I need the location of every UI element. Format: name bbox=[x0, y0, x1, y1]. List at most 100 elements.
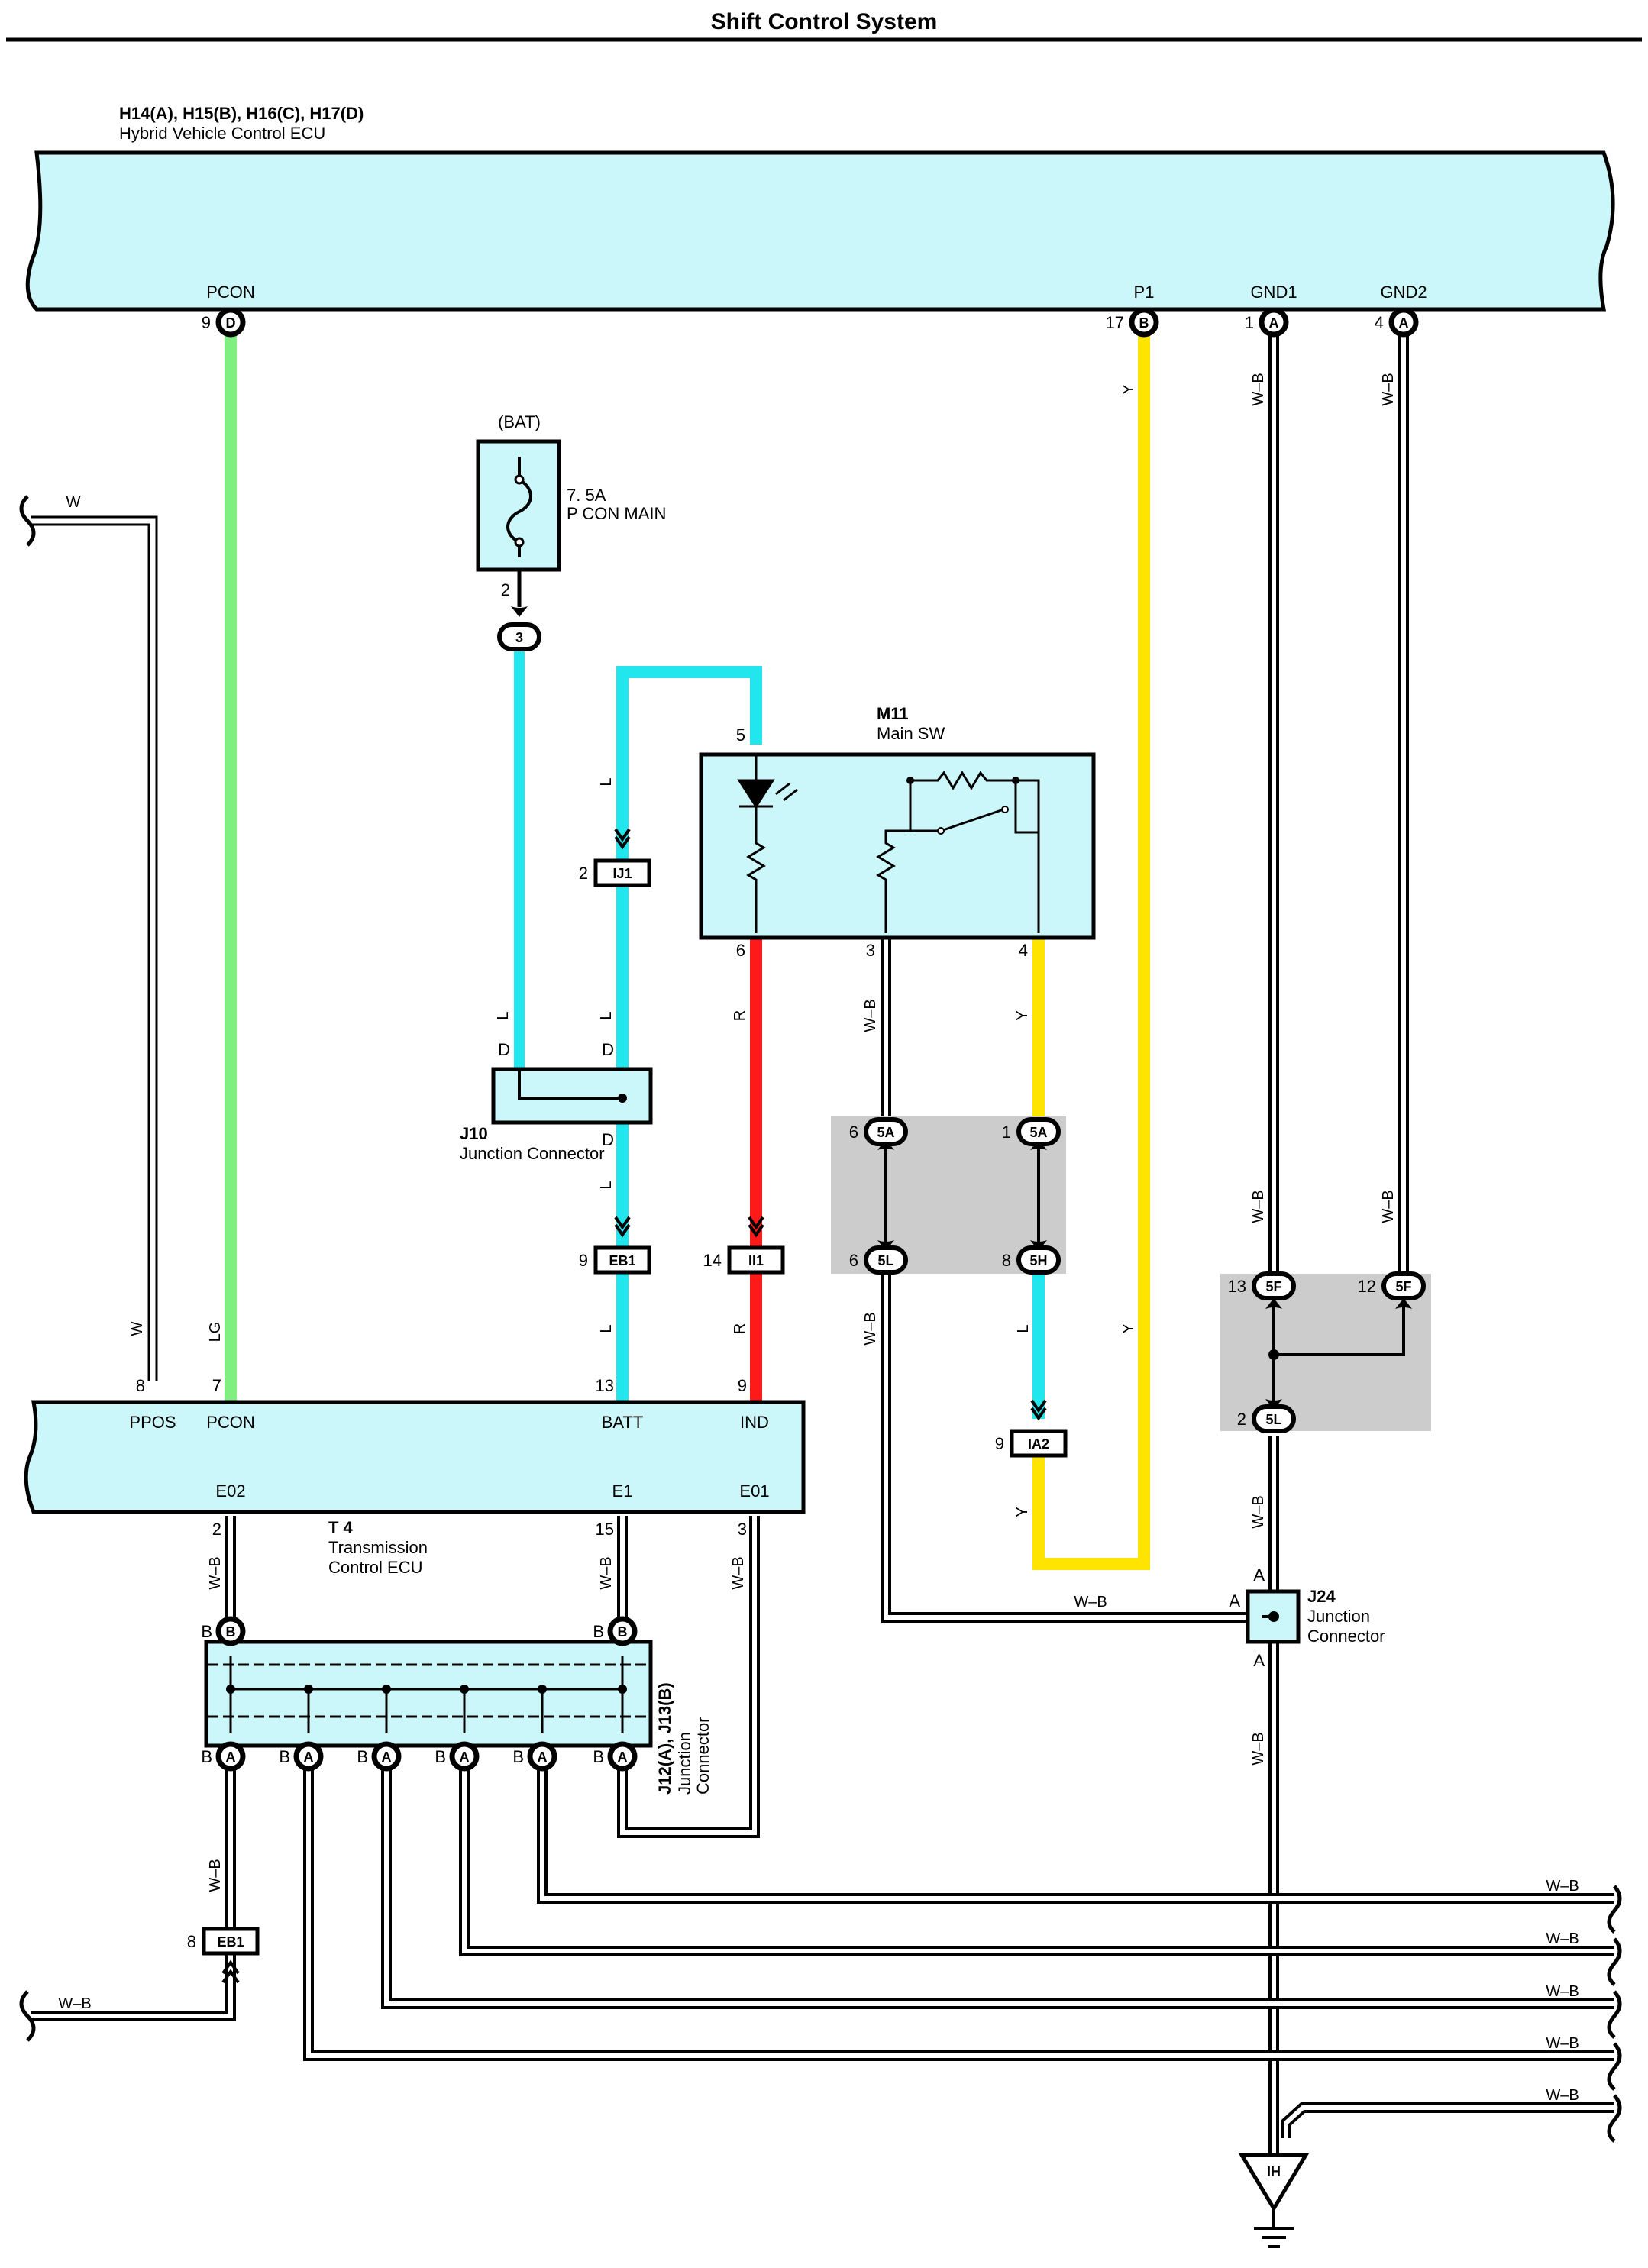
j12-pin-top-right: B B bbox=[593, 1616, 638, 1646]
svg-text:A: A bbox=[460, 1749, 470, 1765]
j24-pin-top: A bbox=[1253, 1565, 1265, 1585]
j10-bus bbox=[518, 1069, 622, 1100]
svg-text:IA2: IA2 bbox=[1028, 1436, 1049, 1452]
connector-ia2: IA2 9 bbox=[995, 1429, 1068, 1458]
tcm-term-ppos: PPOS bbox=[129, 1413, 176, 1432]
j12-bus bbox=[208, 1656, 649, 1733]
svg-text:5A: 5A bbox=[1029, 1125, 1047, 1140]
j12-name-1: Junction bbox=[675, 1732, 694, 1795]
j12-pin-bottom-6: A B bbox=[593, 1741, 638, 1772]
connector-5l-ground: 5L 2 bbox=[1237, 1404, 1296, 1433]
wire-label-wb-gnd-1: W–B bbox=[1250, 1495, 1267, 1528]
wire-label-l-5: L bbox=[598, 1324, 615, 1333]
tcm-term-pcon-pin: 7 bbox=[212, 1376, 221, 1395]
wire-label-r-1: R bbox=[732, 1010, 748, 1021]
wire-label-l-2: L bbox=[495, 1011, 512, 1019]
hv-terminal-gnd2: GND2 bbox=[1380, 283, 1427, 302]
main-sw-pin-3: 3 bbox=[866, 941, 875, 960]
ground-symbol bbox=[1254, 2208, 1294, 2248]
svg-text:2: 2 bbox=[1237, 1410, 1246, 1429]
wire-break-wb-left bbox=[19, 1990, 36, 2042]
fuse-name: P CON MAIN bbox=[567, 504, 666, 523]
fuse-pin-mark bbox=[511, 606, 528, 617]
j12-name-2: Connector bbox=[693, 1717, 713, 1795]
j12-pin-bottom-4: A B bbox=[435, 1741, 480, 1772]
main-sw-pin-5: 5 bbox=[736, 725, 745, 745]
svg-text:B: B bbox=[226, 1624, 236, 1640]
j12-box bbox=[204, 1640, 653, 1748]
tcm-term-batt: BATT bbox=[602, 1413, 644, 1432]
hv-ecu-name: Hybrid Vehicle Control ECU bbox=[119, 124, 325, 143]
wire-w-core bbox=[31, 518, 156, 1381]
eb1-bottom-mark bbox=[221, 1959, 240, 1984]
j12-pin-bottom-2: A B bbox=[279, 1741, 324, 1772]
svg-text:B: B bbox=[512, 1747, 524, 1766]
svg-text:B: B bbox=[201, 1622, 212, 1641]
j24-box bbox=[1246, 1589, 1301, 1644]
svg-text:4: 4 bbox=[1375, 313, 1384, 332]
wire-label-wb-5l: W–B bbox=[862, 1312, 879, 1345]
svg-text:A: A bbox=[1269, 315, 1279, 331]
svg-text:A: A bbox=[1399, 315, 1409, 331]
j12-code: J12(A), J13(B) bbox=[655, 1682, 674, 1795]
wire-label-wb-r4: W–B bbox=[1546, 2035, 1579, 2052]
wire-label-wb-r5: W–B bbox=[1546, 2087, 1579, 2104]
svg-text:EB1: EB1 bbox=[609, 1253, 635, 1268]
j24-name-1: Junction bbox=[1307, 1607, 1370, 1626]
svg-text:A: A bbox=[618, 1749, 628, 1765]
wire-label-l-3: L bbox=[598, 1011, 615, 1019]
j24-name-2: Connector bbox=[1307, 1627, 1385, 1646]
j12-pin-bottom-5: A B bbox=[512, 1741, 557, 1772]
tcm-term-ind-pin: 9 bbox=[738, 1376, 747, 1395]
wire-label-w-top: W bbox=[66, 494, 81, 511]
svg-text:9: 9 bbox=[995, 1434, 1004, 1453]
connector-eb1-top: EB1 9 bbox=[579, 1245, 651, 1275]
main-sw-pin-4: 4 bbox=[1019, 941, 1028, 960]
main-sw-name: Main SW bbox=[877, 724, 945, 743]
svg-text:B: B bbox=[435, 1747, 446, 1766]
svg-text:B: B bbox=[618, 1624, 628, 1640]
tcm-term-e01-pin: 3 bbox=[738, 1520, 747, 1539]
wire-label-wb-e1: W–B bbox=[598, 1556, 615, 1589]
svg-text:II1: II1 bbox=[748, 1253, 764, 1268]
hv-terminal-pcon: PCON bbox=[206, 283, 255, 302]
j12-pin-bottom-3: A B bbox=[357, 1741, 402, 1772]
tcm-term-ind: IND bbox=[740, 1413, 769, 1432]
connector-5a-left: 5A 6 bbox=[849, 1117, 908, 1146]
wire-l-batt bbox=[616, 666, 762, 1402]
tcm-name-2: Control ECU bbox=[328, 1558, 422, 1577]
tcm-box bbox=[24, 1400, 806, 1514]
svg-text:5F: 5F bbox=[1265, 1279, 1281, 1294]
page-title: Shift Control System bbox=[711, 9, 938, 34]
svg-text:EB1: EB1 bbox=[217, 1934, 244, 1950]
tcm-term-e1: E1 bbox=[612, 1481, 633, 1501]
j10-pin-right-top: D bbox=[602, 1040, 614, 1059]
wire-break-w bbox=[19, 495, 36, 547]
svg-text:B: B bbox=[593, 1747, 604, 1766]
connector-ij1: IJ1 2 bbox=[579, 858, 651, 887]
main-sw-code: M11 bbox=[877, 704, 909, 723]
wire-label-wb-eb1: W–B bbox=[207, 1859, 224, 1892]
hv-pin-p1: B 17 bbox=[1106, 307, 1159, 338]
tcm-term-e01: E01 bbox=[739, 1481, 769, 1501]
wire-label-wb-e01: W–B bbox=[730, 1556, 747, 1589]
tcm-term-ppos-pin: 8 bbox=[136, 1376, 145, 1395]
tcm-term-pcon: PCON bbox=[206, 1413, 255, 1432]
connector-ii1: II1 14 bbox=[703, 1245, 785, 1275]
wire-label-wb-gnd1: W–B bbox=[1250, 373, 1267, 405]
j10-code: J10 bbox=[460, 1124, 488, 1143]
svg-text:A: A bbox=[382, 1749, 392, 1765]
svg-text:2: 2 bbox=[579, 864, 588, 883]
tcm-name-1: Transmission bbox=[328, 1538, 428, 1557]
hv-pin-gnd1: A 1 bbox=[1245, 307, 1289, 338]
hv-pin-gnd2: A 4 bbox=[1375, 307, 1419, 338]
svg-text:9: 9 bbox=[202, 313, 211, 332]
j10-pin-right-bottom: D bbox=[602, 1130, 614, 1149]
wire-label-wb-r1: W–B bbox=[1546, 1878, 1579, 1895]
tcm-term-e1-pin: 15 bbox=[596, 1520, 614, 1539]
wb-wires bbox=[31, 331, 1614, 2153]
svg-text:1: 1 bbox=[1002, 1123, 1011, 1142]
wire-label-wb-r2: W–B bbox=[1546, 1930, 1579, 1947]
wire-label-wb-sw3: W–B bbox=[862, 999, 879, 1032]
